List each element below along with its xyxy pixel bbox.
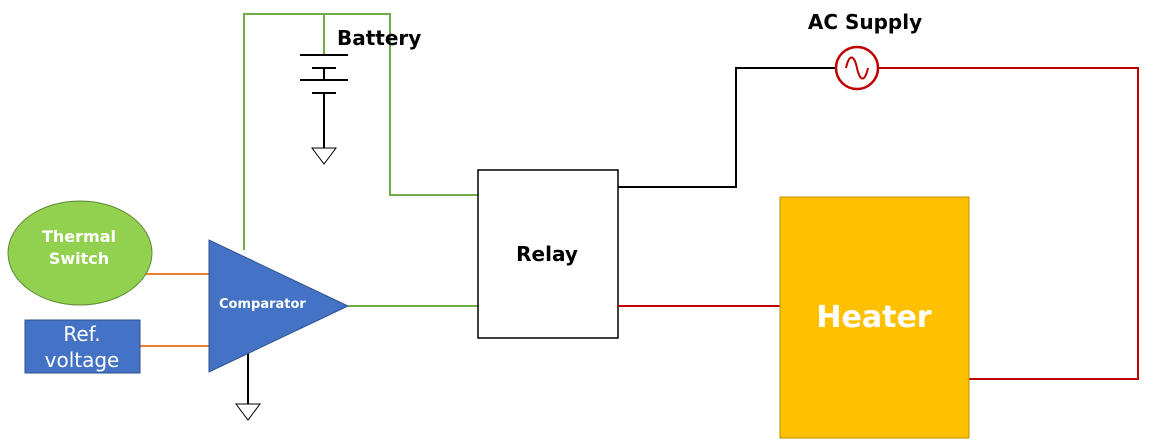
thermal-switch-label-line1: Thermal [42,227,116,246]
relay-box [477,169,619,339]
ref-voltage-box [24,319,141,374]
ref-voltage-label-line2: voltage [45,348,120,372]
heater-box [779,196,970,439]
comparator-ground [235,350,261,421]
thermal-switch-label-line2: Switch [49,249,109,268]
black-wire [618,67,836,188]
ac-supply-label: AC Supply [808,10,922,34]
heater-label: Heater [816,300,931,335]
comparator-ground-icon [235,403,261,421]
red-ac-to-heater-wire [878,67,1139,380]
battery-ground-icon [311,147,337,165]
green-supply-wire [243,13,478,250]
comparator [208,239,350,373]
battery-label: Battery [337,26,421,50]
sine-wave-icon [845,56,869,80]
red-wires [618,67,1139,380]
orange-wires [140,273,209,347]
relay-label: Relay [516,242,578,266]
thermal-switch [7,200,153,306]
green-wires [243,13,478,307]
comparator-label: Comparator [219,297,306,312]
battery-symbol [300,54,348,165]
ref-voltage-label-line1: Ref. [63,322,100,346]
